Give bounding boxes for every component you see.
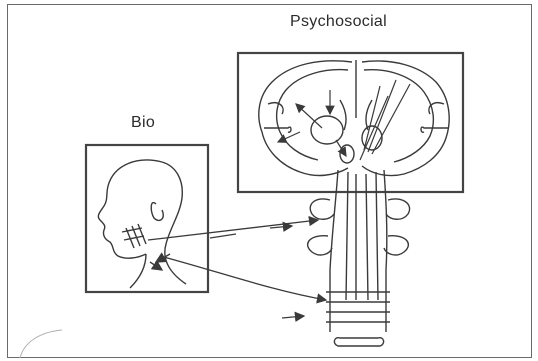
decorative-curve <box>20 330 62 358</box>
bio-box <box>86 145 208 292</box>
brain-section <box>259 60 449 176</box>
psychosocial-box <box>238 53 463 192</box>
head-profile <box>98 160 186 288</box>
brainstem-spinal-cord <box>308 170 410 346</box>
brain-pathways <box>278 80 410 160</box>
bio-to-cns-arrows <box>148 220 326 318</box>
